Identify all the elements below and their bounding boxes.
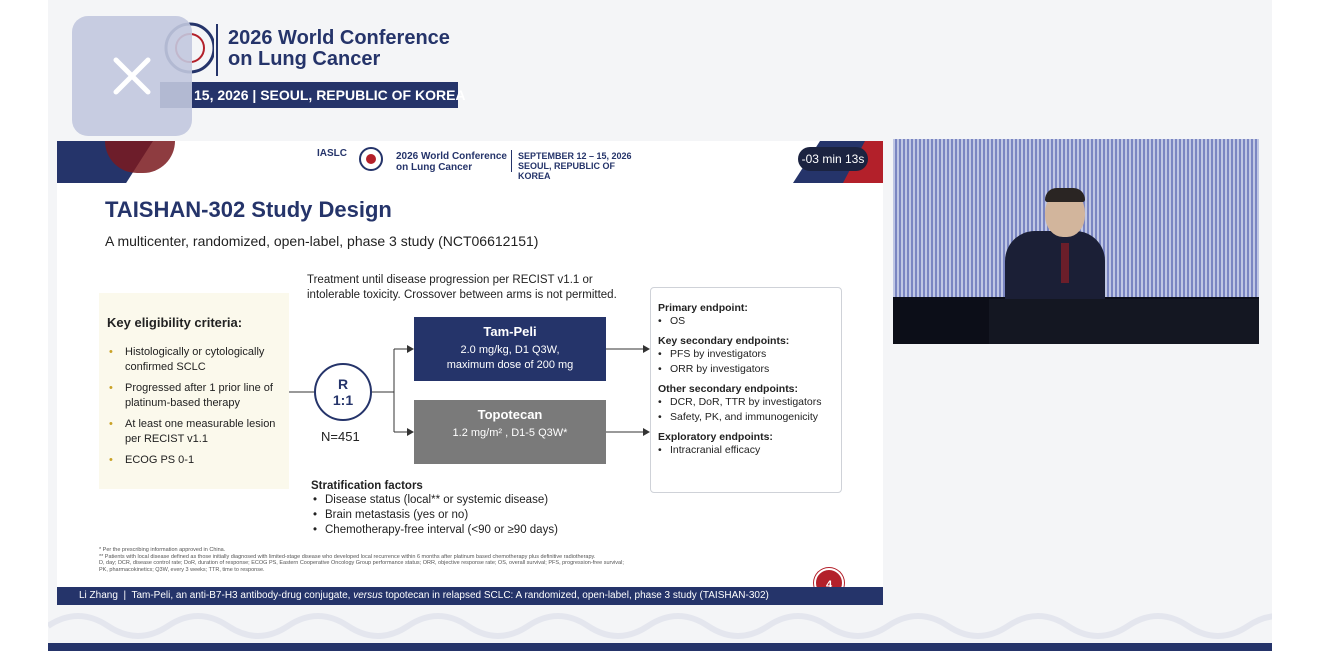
slide-topbar: IASLC 2026 World Conference on Lung Canc…: [57, 141, 883, 183]
stratification-list: Disease status (local** or systemic dise…: [311, 493, 631, 538]
endpoints-box: Primary endpoint: OS Key secondary endpo…: [650, 287, 842, 493]
primary-endpoint-title: Primary endpoint:: [658, 302, 748, 314]
conference-divider: [216, 24, 218, 76]
stratification-item: Disease status (local** or systemic dise…: [311, 493, 631, 508]
stratification-factors: Stratification factors Disease status (l…: [311, 480, 631, 538]
exploratory-list: Intracranial efficacy: [658, 443, 834, 458]
arm-name: Topotecan: [477, 407, 543, 422]
arm-dose-line1: 1.2 mg/m² , D1-5 Q3W*: [452, 427, 568, 439]
conference-title: 2026 World Conference on Lung Cancer: [228, 28, 468, 70]
topbar-date-line1: SEPTEMBER 12 – 15, 2026: [518, 151, 632, 161]
slide-title: TAISHAN-302 Study Design: [105, 197, 392, 222]
iaslc-logo: IASLC: [317, 148, 347, 159]
eligibility-box: Key eligibility criteria: Histologically…: [99, 293, 289, 489]
mini-seal-icon: [359, 147, 383, 171]
speaker-hair: [1045, 188, 1085, 202]
primary-endpoint-list: OS: [658, 314, 834, 329]
key-secondary-title: Key secondary endpoints:: [658, 335, 790, 347]
other-secondary-title: Other secondary endpoints:: [658, 383, 799, 395]
endpoint-item: Intracranial efficacy: [658, 443, 834, 458]
endpoint-item: PFS by investigators: [658, 347, 834, 362]
countdown-timer: -03 min 13s: [798, 147, 868, 171]
endpoint-item: DCR, DoR, TTR by investigators: [658, 395, 834, 410]
randomization-r: R: [337, 376, 349, 392]
topbar-divider: [511, 150, 512, 172]
close-button[interactable]: [72, 16, 192, 136]
exploratory-title: Exploratory endpoints:: [658, 431, 773, 443]
speaker-tie: [1061, 243, 1069, 283]
key-secondary-list: PFS by investigators ORR by investigator…: [658, 347, 834, 377]
conference-title-line1: 2026 World Conference: [228, 27, 450, 49]
stratification-item: Chemotherapy-free interval (<90 or ≥90 d…: [311, 523, 631, 538]
eligibility-item: Progressed after 1 prior line of platinu…: [105, 381, 289, 410]
footnote: * Per the prescribing information approv…: [99, 547, 226, 553]
arm-dose-line2: maximum dose of 200 mg: [446, 359, 574, 371]
topbar-conf-line2: on Lung Cancer: [396, 162, 473, 173]
endpoint-item: Safety, PK, and immunogenicity: [658, 410, 834, 425]
topbar-date-line2: SEOUL, REPUBLIC OF KOREA: [518, 161, 616, 181]
slide-subtitle: A multicenter, randomized, open-label, p…: [105, 233, 539, 249]
decorative-wave: [48, 613, 1272, 639]
arm-dose-line1: 2.0 mg/kg, D1 Q3W,: [460, 344, 560, 356]
arm-name: Tam-Peli: [483, 324, 537, 339]
endpoint-item: ORR by investigators: [658, 362, 834, 377]
other-secondary-list: DCR, DoR, TTR by investigators Safety, P…: [658, 395, 834, 425]
close-icon: [113, 57, 151, 95]
topbar-dates: SEPTEMBER 12 – 15, 2026 SEOUL, REPUBLIC …: [518, 151, 638, 181]
topbar-conf-line1: 2026 World Conference: [396, 151, 507, 162]
speaker-body: [1005, 231, 1105, 301]
eligibility-list: Histologically or cytologically confirme…: [105, 345, 289, 475]
bottom-strip: [48, 643, 1272, 651]
eligibility-item: ECOG PS 0-1: [105, 453, 289, 468]
sample-size: N=451: [321, 429, 360, 444]
eligibility-item: Histologically or cytologically confirme…: [105, 345, 289, 374]
podium: [989, 299, 1259, 344]
footnote: D, day; DCR, disease control rate; DoR, …: [99, 560, 624, 566]
footer-text-pre: Li Zhang | Tam-Peli, an anti-B7-H3 antib…: [79, 590, 354, 601]
footnote: PK, pharmacokinetics; Q3W, every 3 weeks…: [99, 566, 265, 573]
randomization-circle: R 1:1: [314, 363, 372, 421]
footnotes: * Per the prescribing information approv…: [99, 547, 779, 573]
topbar-conference-title: 2026 World Conference on Lung Cancer: [396, 151, 516, 173]
randomization-ratio: 1:1: [332, 392, 354, 408]
presentation-slide: IASLC 2026 World Conference on Lung Canc…: [57, 141, 883, 605]
stratification-title: Stratification factors: [311, 480, 423, 492]
treatment-note: Treatment until disease progression per …: [307, 274, 617, 301]
stratification-item: Brain metastasis (yes or no): [311, 508, 631, 523]
slide-footer: Li Zhang | Tam-Peli, an anti-B7-H3 antib…: [57, 587, 883, 605]
footer-text-italic: versus: [353, 590, 383, 601]
conference-title-line2: on Lung Cancer: [228, 48, 381, 70]
footer-text-post: topotecan in relapsed SCLC: A randomized…: [382, 590, 769, 601]
arm-topotecan: Topotecan 1.2 mg/m² , D1-5 Q3W*: [414, 400, 606, 464]
eligibility-item: At least one measurable lesion per RECIS…: [105, 417, 289, 446]
arm-tam-peli: Tam-Peli 2.0 mg/kg, D1 Q3W, maximum dose…: [414, 317, 606, 381]
footnote: ** Patients with local disease defined a…: [99, 553, 596, 560]
speaker-video: [893, 139, 1259, 344]
endpoint-item: OS: [658, 314, 834, 329]
eligibility-title: Key eligibility criteria:: [107, 315, 243, 330]
conference-dates: 15, 2026 | SEOUL, REPUBLIC OF KOREA: [160, 82, 466, 108]
video-stream: 2026 World Conference on Lung Cancer 15,…: [48, 0, 1272, 651]
